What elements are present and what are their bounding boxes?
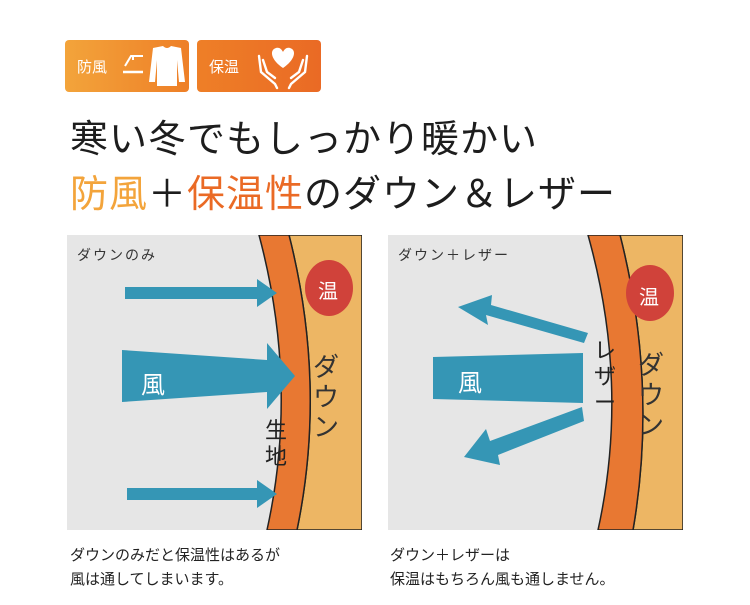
caption-line: ダウンのみだと保温性はあるが bbox=[70, 546, 281, 564]
heart-hands-icon bbox=[257, 47, 309, 90]
caption-down-leather: ダウン＋レザーは 保温はもちろん風も通しません。 bbox=[390, 543, 615, 591]
down-label: ダウン bbox=[638, 351, 665, 441]
fabric-label: 生地 bbox=[265, 419, 288, 470]
shirt-icon bbox=[123, 46, 185, 86]
headline-plus: ＋ bbox=[148, 172, 188, 216]
warmth-label: 温 bbox=[639, 285, 659, 309]
wind-arrow-down bbox=[464, 407, 584, 465]
panel-title-down-leather: ダウン＋レザー bbox=[398, 248, 510, 264]
headline-warmth: 保温性 bbox=[187, 172, 305, 216]
wind-arrow-main bbox=[122, 343, 295, 409]
wind-arrow-top bbox=[125, 279, 277, 307]
caption-down-only: ダウンのみだと保温性はあるが 風は通してしまいます。 bbox=[70, 543, 280, 591]
wind-arrow-bottom bbox=[127, 480, 277, 508]
warmth-badge: 保温 bbox=[197, 40, 321, 92]
panel-title-down-only: ダウンのみ bbox=[77, 248, 157, 264]
windproof-badge: 防風 bbox=[65, 40, 189, 92]
caption-line: ダウン＋レザーは bbox=[390, 546, 511, 564]
down-leather-diagram: ダウン＋レザー 温 風 ダウン レザー bbox=[388, 235, 683, 530]
warmth-badge-label: 保温 bbox=[209, 57, 240, 76]
windproof-badge-label: 防風 bbox=[77, 57, 108, 76]
leather-layer bbox=[587, 235, 644, 530]
wind-arrow-main bbox=[433, 353, 583, 403]
headline-windproof: 防風 bbox=[70, 172, 149, 216]
headline-rest: のダウン＆レザー bbox=[304, 172, 617, 216]
headline-line2: 防風＋保温性のダウン＆レザー bbox=[70, 163, 616, 218]
wind-arrow-up bbox=[458, 295, 588, 343]
down-label: ダウン bbox=[313, 353, 340, 443]
caption-line: 保温はもちろん風も通しません。 bbox=[390, 570, 615, 588]
caption-line: 風は通してしまいます。 bbox=[70, 570, 234, 588]
wind-label: 風 bbox=[458, 369, 482, 397]
warmth-circle bbox=[626, 265, 674, 321]
warmth-label: 温 bbox=[318, 279, 338, 303]
wind-label: 風 bbox=[141, 371, 165, 399]
warmth-circle bbox=[305, 260, 353, 316]
down-only-diagram: ダウンのみ 温 風 ダウン 生地 bbox=[67, 235, 362, 530]
headline-line1: 寒い冬でもしっかり暖かい bbox=[70, 117, 539, 161]
leather-label: レザー bbox=[594, 339, 617, 416]
